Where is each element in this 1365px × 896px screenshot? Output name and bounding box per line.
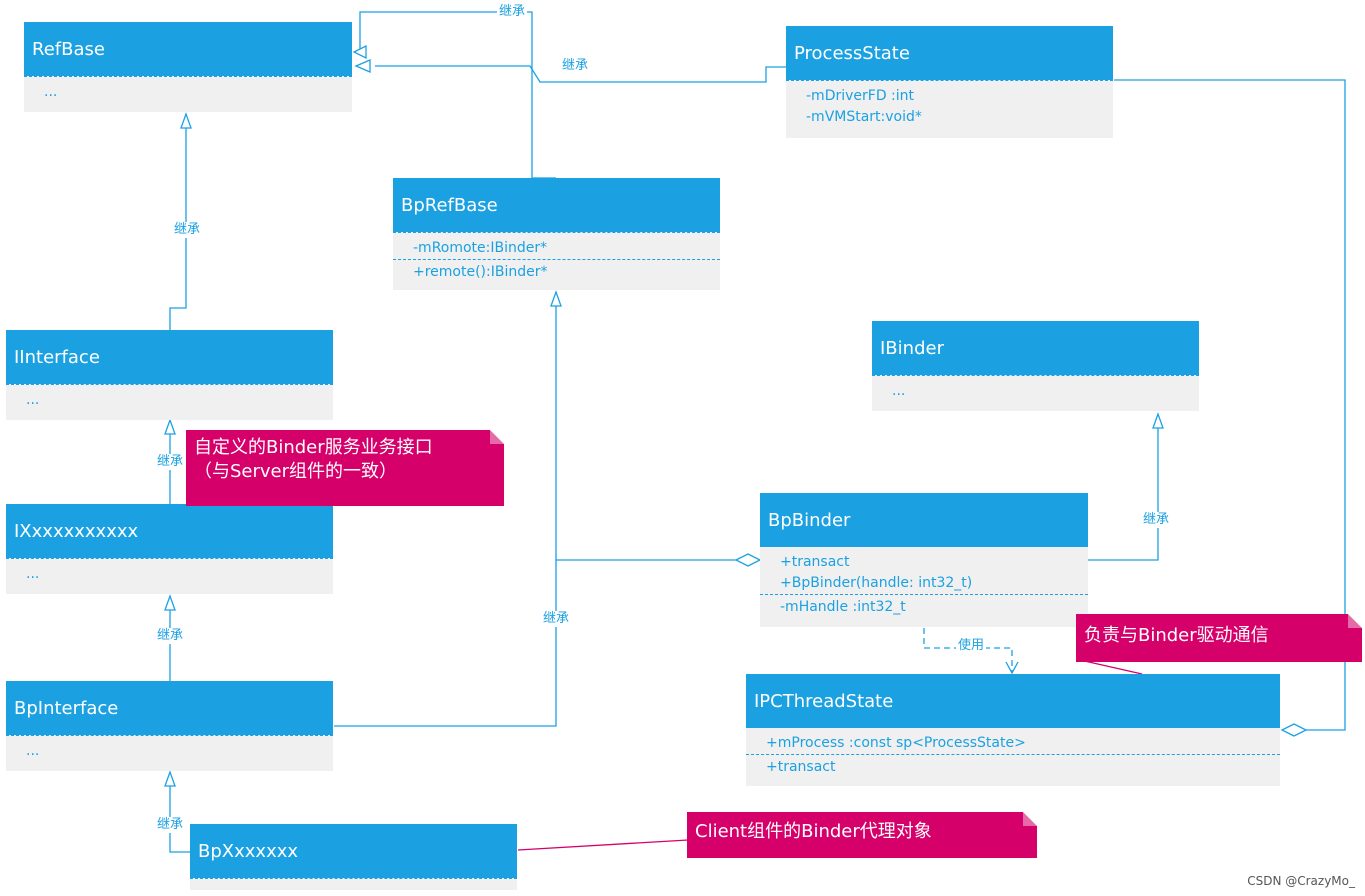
- edge-bpbinder-ibinder: [1088, 428, 1159, 561]
- class-attributes: -mRomote:IBinder*: [393, 232, 720, 259]
- note-pointer-client-proxy: [517, 839, 689, 851]
- note-fold-corner: [1348, 614, 1362, 628]
- class-name: IXxxxxxxxxxx: [6, 504, 333, 558]
- class-attributes: ...: [6, 384, 333, 414]
- note-text-line: 自定义的Binder服务业务接口: [194, 437, 433, 458]
- edge-processstate-ipcthreadstate: [1114, 79, 1346, 731]
- class-operations: -mHandle :int32_t: [760, 594, 1088, 621]
- class-ipcthreadstate[interactable]: IPCThreadState +mProcess :const sp<Proce…: [746, 674, 1280, 786]
- class-attribute: -mDriverFD :int: [806, 88, 915, 104]
- watermark: CSDN @CrazyMo_: [1247, 874, 1355, 888]
- class-attributes: [190, 878, 517, 879]
- label-inherit-4: 继承: [155, 454, 186, 470]
- class-bprefbase[interactable]: BpRefBase -mRomote:IBinder* +remote():IB…: [393, 178, 720, 290]
- class-bpinterface[interactable]: BpInterface ...: [6, 681, 333, 771]
- label-inherit-6: 继承: [155, 817, 186, 833]
- class-attribute: ...: [892, 383, 906, 399]
- edge-bprefbase-refbase: [359, 11, 556, 179]
- inherit-arrowhead-bprefbase: [550, 290, 562, 307]
- class-operation: +remote():IBinder*: [413, 264, 548, 280]
- class-attribute: ...: [26, 392, 40, 408]
- class-operation: -mHandle :int32_t: [780, 599, 906, 615]
- class-attribute: ...: [26, 566, 40, 582]
- class-attribute: +mProcess :const sp<ProcessState>: [766, 735, 1026, 751]
- class-ibinder[interactable]: IBinder ...: [872, 321, 1199, 411]
- use-arrowhead: [1005, 661, 1019, 675]
- note-client-proxy[interactable]: Client组件的Binder代理对象: [687, 812, 1037, 858]
- inherit-arrowhead-ixxx: [164, 594, 176, 611]
- note-driver-comm[interactable]: 负责与Binder驱动通信: [1076, 614, 1362, 662]
- aggregation-diamond-ipcthreadstate: [1280, 723, 1308, 737]
- class-attributes: ...: [24, 76, 352, 106]
- class-attribute: +BpBinder(handle: int32_t): [780, 575, 973, 591]
- inherit-arrowhead-ibinder: [1152, 412, 1164, 429]
- label-inherit-2: 继承: [560, 58, 591, 74]
- class-attributes: ...: [6, 735, 333, 765]
- class-operation: +transact: [766, 759, 836, 775]
- inherit-arrowhead-refbase-side-a: [352, 44, 367, 60]
- class-name: BpXxxxxxx: [190, 824, 517, 878]
- label-use: 使用: [956, 638, 987, 654]
- inherit-arrowhead-refbase-bottom: [180, 112, 192, 129]
- class-bpxxx[interactable]: BpXxxxxxx: [190, 824, 517, 890]
- class-attributes: ...: [6, 558, 333, 588]
- class-attribute: -mRomote:IBinder*: [413, 240, 548, 256]
- class-ixxx[interactable]: IXxxxxxxxxxx ...: [6, 504, 333, 594]
- class-name: IBinder: [872, 321, 1199, 375]
- class-name: RefBase: [24, 22, 352, 76]
- note-pointer-driver: [1079, 659, 1143, 675]
- label-inherit-1: 继承: [497, 4, 528, 20]
- class-operations: +transact: [746, 754, 1280, 781]
- note-text-line: Client组件的Binder代理对象: [695, 821, 932, 842]
- class-name: BpInterface: [6, 681, 333, 735]
- class-attributes: +mProcess :const sp<ProcessState>: [746, 728, 1280, 754]
- edge-bpinterface-bprefbase: [334, 306, 557, 727]
- label-inherit-3: 继承: [172, 222, 203, 238]
- class-name: IPCThreadState: [746, 674, 1280, 728]
- class-bpbinder[interactable]: BpBinder +transact +BpBinder(handle: int…: [760, 493, 1088, 627]
- note-custom-interface[interactable]: 自定义的Binder服务业务接口 （与Server组件的一致）: [186, 430, 504, 506]
- class-iinterface[interactable]: IInterface ...: [6, 330, 333, 420]
- inherit-arrowhead-refbase-side-b: [354, 59, 371, 73]
- class-refbase[interactable]: RefBase ...: [24, 22, 352, 112]
- class-name: ProcessState: [786, 26, 1113, 80]
- class-attributes: ...: [872, 375, 1199, 405]
- edge-iinterface-refbase: [169, 118, 187, 330]
- class-attribute: ...: [26, 743, 40, 759]
- aggregation-diamond-bpbinder: [734, 553, 762, 567]
- note-fold-corner: [1023, 812, 1037, 826]
- label-inherit-5: 继承: [155, 628, 186, 644]
- class-attributes: +transact +BpBinder(handle: int32_t): [760, 547, 1088, 594]
- class-operations: +remote():IBinder*: [393, 259, 720, 286]
- class-name: BpBinder: [760, 493, 1088, 547]
- label-inherit-8: 继承: [1141, 512, 1172, 528]
- edge-processstate-refbase: [375, 65, 786, 83]
- edge-bpxxx-bpinterface: [169, 774, 190, 853]
- class-processstate[interactable]: ProcessState -mDriverFD :int -mVMStart:v…: [786, 26, 1113, 138]
- label-inherit-7: 继承: [541, 611, 572, 627]
- inherit-arrowhead-bpinterface: [164, 770, 176, 787]
- note-fold-corner: [490, 430, 504, 444]
- inherit-arrowhead-iinterface: [164, 418, 176, 435]
- class-name: IInterface: [6, 330, 333, 384]
- class-attributes: -mDriverFD :int -mVMStart:void*: [786, 80, 1113, 131]
- class-attribute: ...: [44, 84, 58, 100]
- class-attribute: -mVMStart:void*: [806, 109, 922, 125]
- class-attribute: +transact: [780, 554, 850, 570]
- note-text-line: 负责与Binder驱动通信: [1084, 625, 1269, 646]
- class-name: BpRefBase: [393, 178, 720, 232]
- note-text-line: （与Server组件的一致）: [194, 461, 398, 482]
